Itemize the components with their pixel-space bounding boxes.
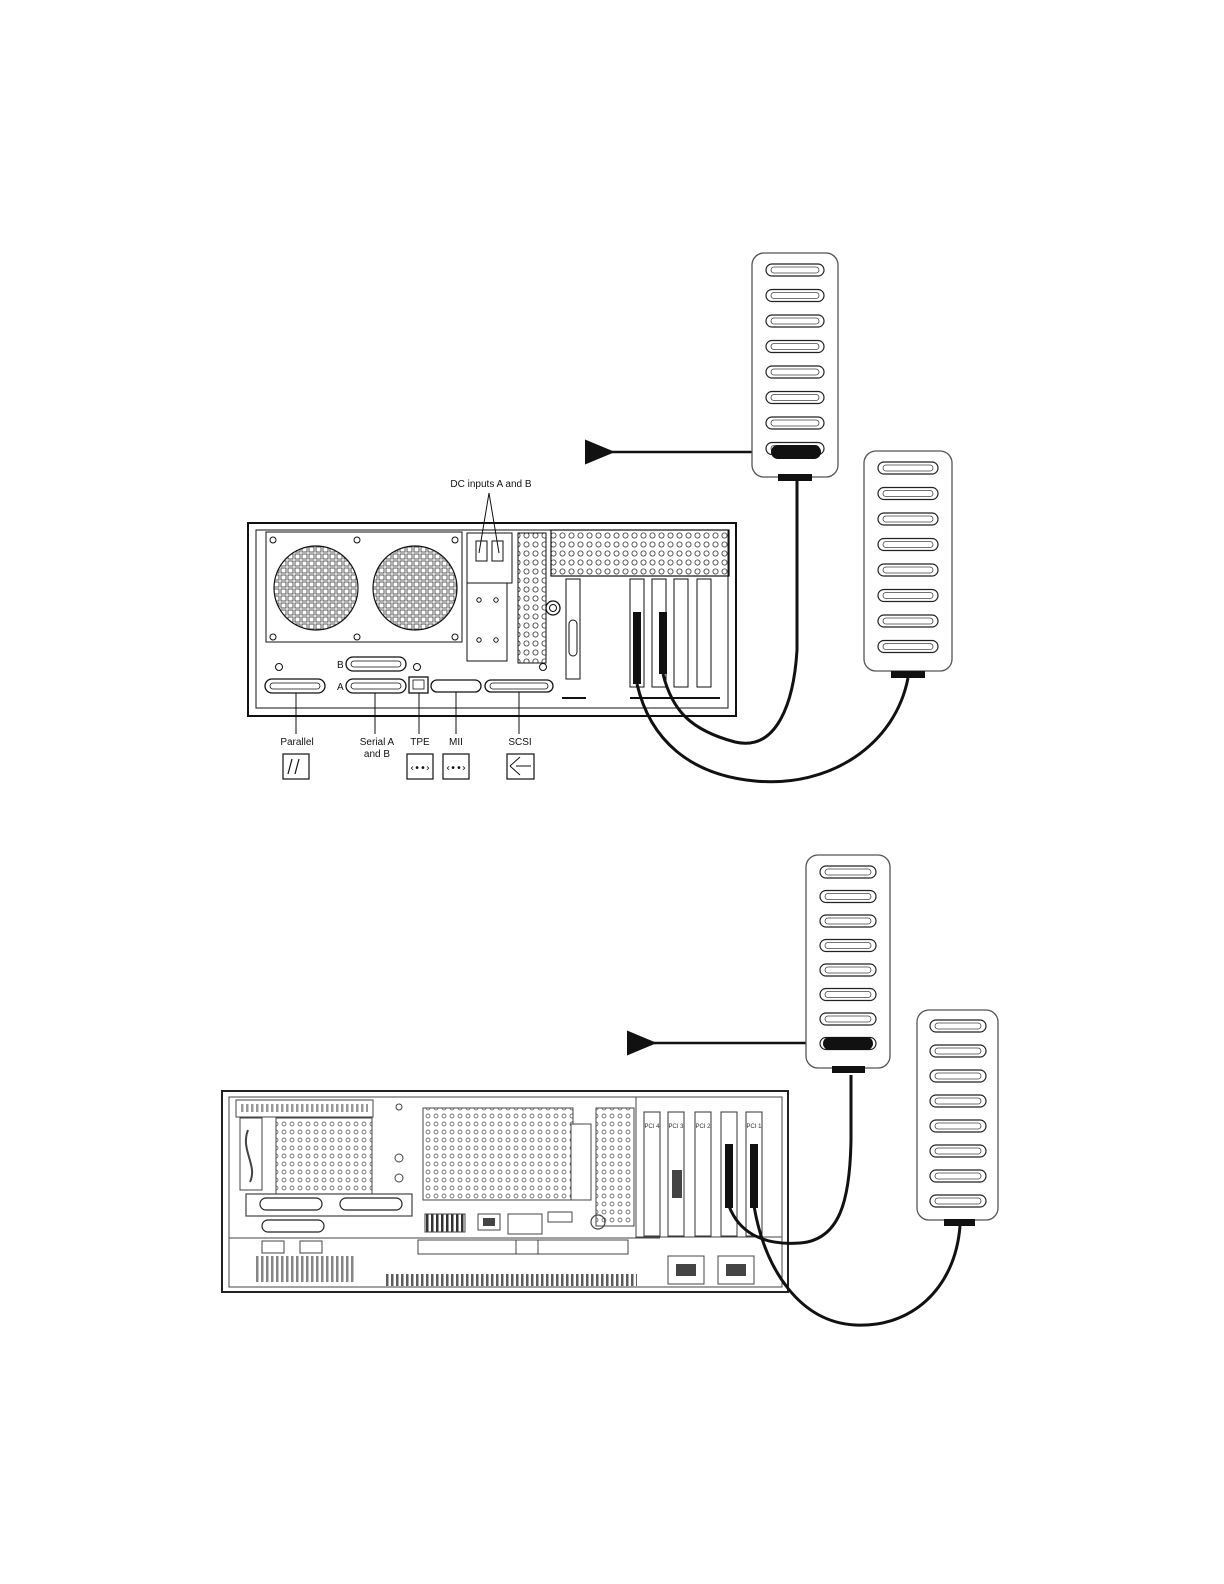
patch-panel-port: [820, 1013, 876, 1025]
serial-label-line1: Serial A: [360, 737, 395, 748]
patch-panel-port: [766, 392, 824, 404]
patch-panel-port: [820, 891, 876, 903]
port-b-letter: B: [337, 660, 344, 671]
patch-panel-port: [820, 940, 876, 952]
patch-panel-2a: [806, 855, 890, 1073]
port-a-letter: A: [337, 682, 344, 693]
patch-panel-2b: [917, 1010, 998, 1226]
fan-grille-right: [373, 546, 457, 630]
serial-b-connector: [346, 657, 406, 671]
tpe-connector: [409, 677, 428, 693]
scsi-port-icon: [507, 754, 534, 779]
cable-plug-slot-b: [659, 612, 667, 674]
patch-panel-port: [878, 513, 938, 525]
scsi-connector: [485, 680, 553, 692]
mii-ethernet-icon: ‹••›: [443, 754, 469, 779]
pci-slot-3-label: PCI 3: [668, 1124, 684, 1130]
patch-panel-port: [930, 1045, 986, 1057]
svg-text:‹••›: ‹••›: [446, 763, 466, 774]
parallel-port-icon: [283, 754, 309, 779]
patch-panel-port: [820, 866, 876, 878]
patch-panel-port: [820, 964, 876, 976]
patch-panel-port: [878, 564, 938, 576]
patch-panel-port: [930, 1020, 986, 1032]
server-rear-panel-2: PCI 4 PCI 3 PCI 2 PCI 1: [222, 1091, 788, 1292]
serial-label-line2: and B: [364, 749, 390, 760]
patch-panel-port: [766, 417, 824, 429]
patch-panel-port: [766, 315, 824, 327]
pci-slot-4-label: PCI 4: [644, 1124, 660, 1130]
patch-panel-port: [878, 641, 938, 653]
patch-panel-port: [766, 264, 824, 276]
connected-port: [771, 445, 821, 459]
patch-panel-port: [878, 590, 938, 602]
server-rear-panel-1: [248, 523, 736, 716]
patch-panel-port: [766, 341, 824, 353]
parallel-connector: [265, 679, 325, 693]
cable-plug-slot-c: [725, 1144, 733, 1208]
serial-a-connector: [346, 679, 406, 693]
patch-panel-port: [766, 366, 824, 378]
patch-panel-port: [878, 615, 938, 627]
patch-panel-port: [878, 539, 938, 551]
patch-panel-port: [930, 1095, 986, 1107]
cable-plug-slot-a: [633, 612, 641, 684]
tpe-ethernet-icon: ‹••›: [407, 754, 433, 779]
patch-panel-1a: [752, 253, 838, 481]
cable-plug-slot-d: [750, 1144, 758, 1208]
patch-panel-port: [878, 488, 938, 500]
dc-input-a: [476, 541, 487, 561]
dc-inputs-label: DC inputs A and B: [450, 479, 531, 490]
svg-text:‹••›: ‹••›: [410, 763, 430, 774]
parallel-label: Parallel: [280, 737, 313, 748]
tpe-label: TPE: [410, 737, 430, 748]
patch-panel-port: [930, 1145, 986, 1157]
patch-panel-port: [930, 1070, 986, 1082]
patch-panel-1b: [864, 451, 952, 678]
figure2: PCI 4 PCI 3 PCI 2 PCI 1: [222, 855, 998, 1325]
fan-grille-left: [274, 546, 358, 630]
patch-panel-port: [930, 1170, 986, 1182]
patch-panel-port: [820, 989, 876, 1001]
patch-panel-port: [820, 915, 876, 927]
connected-port-2: [823, 1037, 873, 1050]
patch-panel-port: [878, 462, 938, 474]
scsi-label: SCSI: [508, 737, 531, 748]
patch-panel-port: [766, 290, 824, 302]
pci-slot-1-label: PCI 1: [746, 1124, 762, 1130]
mii-connector: [431, 680, 481, 692]
mii-label: MII: [449, 737, 463, 748]
figure1: DC inputs A and B B A Parallel Serial A …: [248, 253, 952, 782]
pci-slot-2-label: PCI 2: [695, 1124, 711, 1130]
patch-panel-port: [930, 1120, 986, 1132]
patch-panel-port: [930, 1195, 986, 1207]
